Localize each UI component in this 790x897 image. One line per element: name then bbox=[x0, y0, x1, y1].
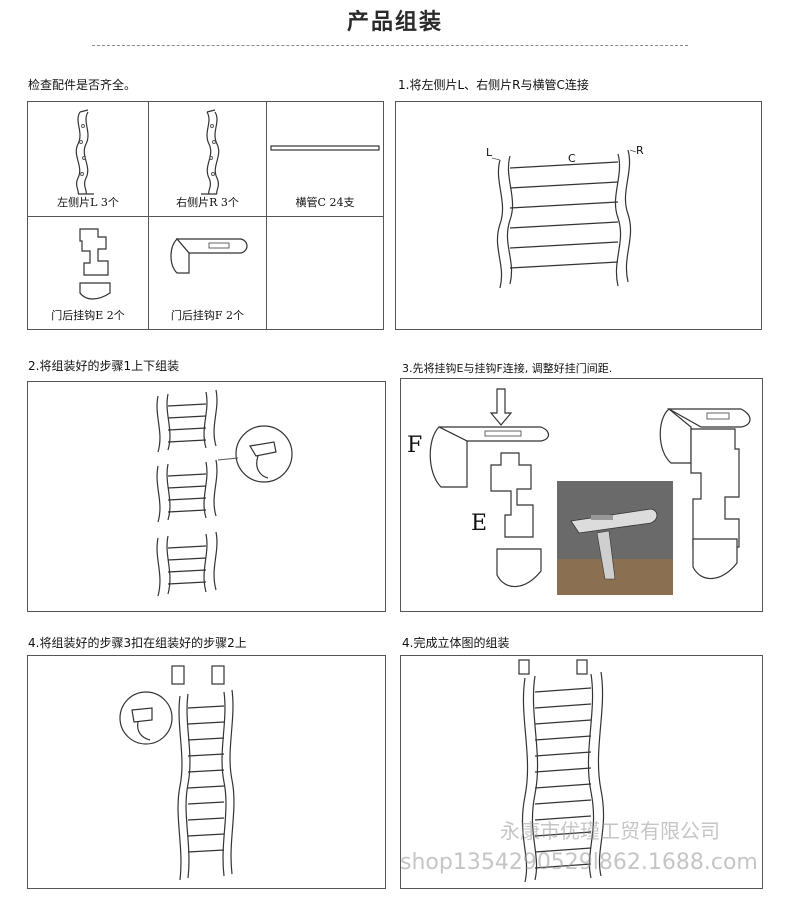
watermark-company: 永康市优瑾工贸有限公司 bbox=[500, 819, 720, 843]
part-right-side-panel: 右侧片R 3个 bbox=[149, 102, 266, 216]
step3-panel: F E bbox=[400, 378, 763, 612]
step5-complete-illustration bbox=[518, 659, 605, 883]
step2-stacked-frames-illustration bbox=[156, 389, 293, 597]
door-hook-e-illustration bbox=[79, 228, 111, 300]
part-door-hook-f: 门后挂钩F 2个 bbox=[149, 217, 266, 329]
step4-caption: 4.将组装好的步骤3扣在组装好的步骤2上 bbox=[28, 636, 247, 650]
step4-panel bbox=[27, 655, 386, 889]
left-side-panel-illustration bbox=[75, 109, 94, 195]
label-e: E bbox=[471, 511, 488, 536]
step5-panel bbox=[400, 655, 763, 889]
parts-grid: 左侧片L 3个 右侧片R 3个 横管C 24支 门后挂钩E 2个 门后挂钩F bbox=[27, 101, 384, 330]
parts-caption: 检查配件是否齐全。 bbox=[28, 78, 137, 92]
cross-tube-illustration bbox=[270, 145, 380, 151]
part-door-hook-e: 门后挂钩E 2个 bbox=[28, 217, 148, 329]
step5-caption: 4.完成立体图的组装 bbox=[402, 636, 510, 650]
step1-caption: 1.将左侧片L、右侧片R与横管C连接 bbox=[398, 78, 589, 92]
step2-panel bbox=[27, 381, 386, 612]
step1-frame-illustration bbox=[491, 149, 637, 289]
step2-caption: 2.将组装好的步骤1上下组装 bbox=[28, 359, 180, 373]
page-title: 产品组装 bbox=[346, 10, 443, 35]
part-label: 门后挂钩E 2个 bbox=[51, 309, 125, 322]
part-cross-tube: 横管C 24支 bbox=[267, 102, 383, 216]
door-hook-f-illustration bbox=[170, 238, 248, 274]
step3-hooks-illustration bbox=[429, 388, 751, 595]
part-label: 门后挂钩F 2个 bbox=[170, 309, 245, 322]
watermark-url: shop1354290529l862.1688.com bbox=[400, 850, 758, 875]
label-f: F bbox=[407, 433, 423, 458]
part-left-side-panel: 左侧片L 3个 bbox=[28, 102, 148, 216]
step3-caption: 3.先将挂钩E与挂钩F连接, 调整好挂门间距. bbox=[402, 362, 613, 375]
label-l: L bbox=[486, 146, 493, 159]
part-label: 左侧片L 3个 bbox=[57, 196, 119, 209]
title-divider bbox=[92, 45, 688, 46]
part-label: 横管C 24支 bbox=[295, 196, 355, 209]
part-label: 右侧片R 3个 bbox=[176, 196, 239, 209]
right-side-panel-illustration bbox=[201, 109, 220, 195]
step1-panel: L C R bbox=[395, 101, 762, 330]
step4-hang-illustration bbox=[119, 665, 235, 881]
label-c: C bbox=[568, 152, 576, 165]
label-r: R bbox=[636, 144, 644, 157]
